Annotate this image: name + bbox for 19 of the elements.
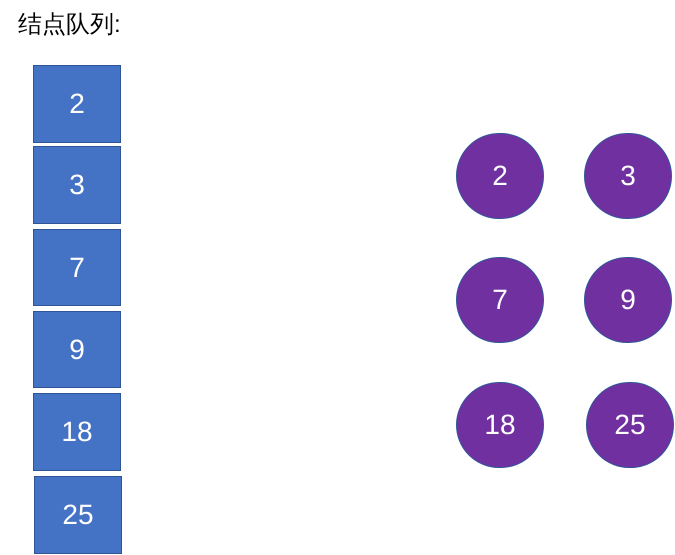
queue-box (33, 393, 121, 471)
node-label: 9 (620, 286, 636, 314)
queue-box (33, 146, 121, 224)
queue-box (33, 229, 121, 306)
title: 结点队列: (18, 10, 121, 40)
node-label: 3 (620, 162, 636, 190)
node-label: 18 (61, 418, 93, 446)
queue-box (33, 311, 121, 388)
node-label: 25 (614, 411, 646, 439)
node-label: 7 (492, 286, 508, 314)
queue-box (33, 65, 121, 143)
queue-box (34, 476, 122, 554)
node-label: 9 (69, 336, 85, 364)
node-label: 25 (62, 501, 94, 529)
node-label: 7 (69, 254, 85, 282)
node-label: 3 (69, 171, 85, 199)
node-label: 2 (492, 162, 508, 190)
node-label: 18 (484, 411, 516, 439)
node-label: 2 (69, 90, 85, 118)
